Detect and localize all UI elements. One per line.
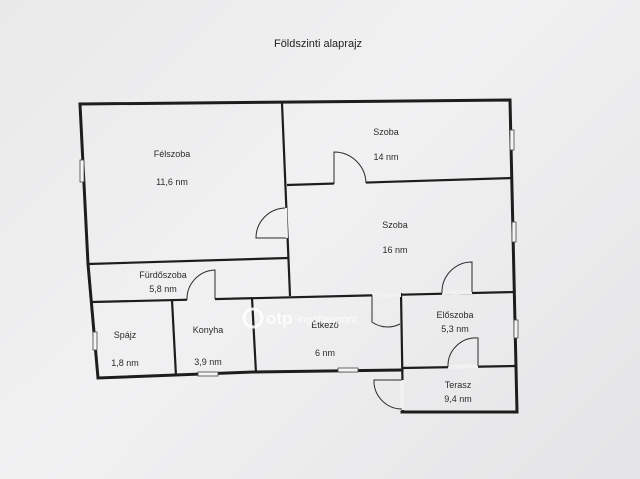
room-name: Spájz	[114, 330, 137, 340]
room-area: 11,6 nm	[156, 177, 188, 187]
watermark-text: ingatlanpont	[297, 314, 357, 326]
room-area: 16 nm	[382, 245, 407, 255]
room-area: 3,9 nm	[194, 357, 222, 367]
room-area: 5,3 nm	[441, 324, 469, 334]
room-area: 6 nm	[315, 348, 335, 358]
plan-title: Földszinti alaprajz	[274, 38, 362, 50]
room-name: Szoba	[373, 127, 399, 137]
watermark-logo-text: otp	[266, 309, 292, 328]
otp-logo-icon	[242, 307, 264, 329]
room-etkezo: Étkező 6 nm	[311, 320, 339, 358]
room-spajz: Spájz 1,8 nm	[111, 330, 139, 368]
room-area: 14 nm	[373, 152, 398, 162]
doors	[186, 151, 479, 410]
room-name: Terasz	[445, 380, 472, 390]
room-area: 9,4 nm	[444, 394, 472, 404]
outer-walls	[78, 98, 519, 414]
room-szoba-2: Szoba 16 nm	[382, 220, 408, 255]
room-felszoba: Félszoba 11,6 nm	[154, 149, 191, 187]
room-terasz: Terasz 9,4 nm	[444, 380, 472, 404]
room-szoba-1: Szoba 14 nm	[373, 127, 399, 162]
otp-watermark: otp ingatlanpont	[242, 307, 357, 329]
room-name: Szoba	[382, 220, 408, 230]
room-konyha: Konyha 3,9 nm	[193, 325, 224, 367]
windows	[79, 129, 519, 377]
room-name: Előszoba	[436, 310, 473, 320]
room-area: 1,8 nm	[111, 358, 139, 368]
room-name: Fürdőszoba	[139, 270, 187, 280]
room-eloszoba: Előszoba 5,3 nm	[436, 310, 473, 334]
room-name: Konyha	[193, 325, 224, 335]
room-name: Étkező	[311, 320, 339, 330]
room-area: 5,8 nm	[149, 284, 177, 294]
room-furdoszoba: Fürdőszoba 5,8 nm	[139, 270, 187, 294]
room-name: Félszoba	[154, 149, 191, 159]
